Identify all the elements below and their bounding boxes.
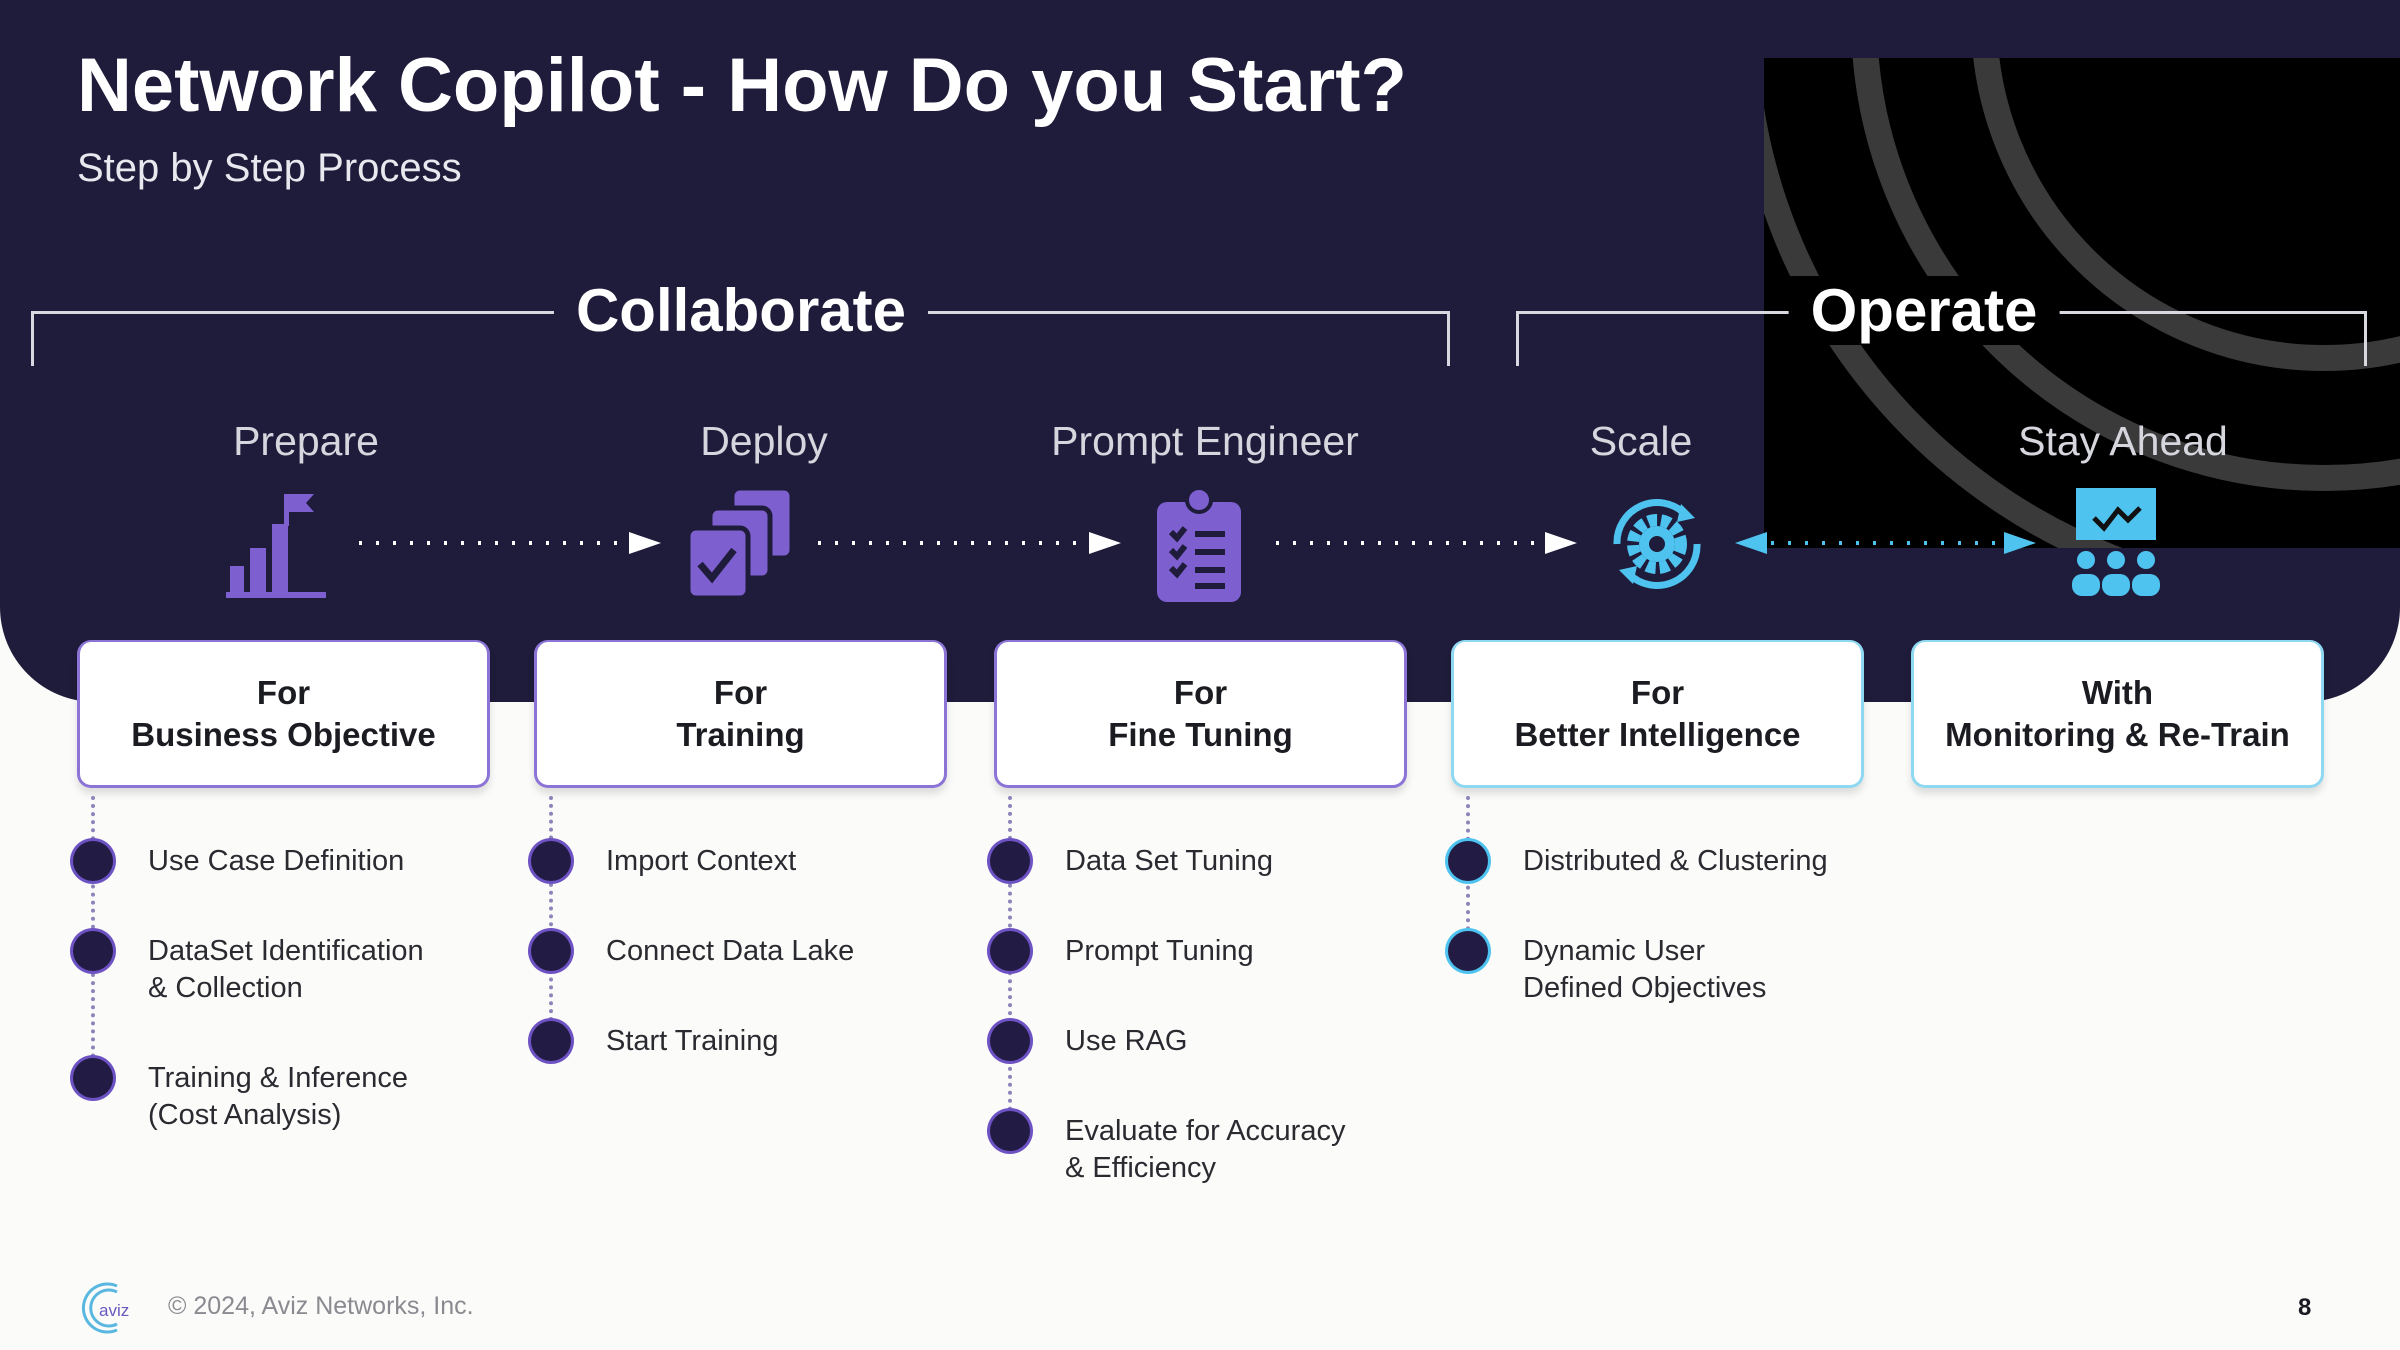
- copyright: © 2024, Aviz Networks, Inc.: [168, 1292, 474, 1320]
- stage-deploy: Deploy: [700, 418, 828, 464]
- decorative-arcs-panel: [1764, 58, 2400, 548]
- box-line1: For: [1630, 673, 1685, 711]
- phase-operate: Operate: [1788, 276, 2060, 345]
- step-label: Evaluate for Accuracy & Efficiency: [1065, 1115, 1346, 1184]
- stage-prepare: Prepare: [233, 418, 379, 464]
- step-label: Training & Inference (Cost Analysis): [148, 1062, 409, 1131]
- bullet-dot: [531, 1021, 571, 1061]
- box-line2: Better Intelligence: [1514, 715, 1801, 753]
- bullet-dot: [1448, 931, 1488, 971]
- bullet-dot: [1448, 841, 1488, 881]
- box-line1: With: [2081, 673, 2154, 711]
- team-monitoring-icon: [2072, 488, 2160, 596]
- stage-prompt-engineer: Prompt Engineer: [1051, 418, 1359, 464]
- step-label: Data Set Tuning: [1065, 845, 1273, 877]
- step-item: Import Context: [531, 841, 956, 881]
- bullet-dot: [73, 1058, 113, 1098]
- step-item: Use RAG: [990, 1021, 1415, 1061]
- arrow-prepare-to-deploy: [359, 532, 661, 554]
- aviz-logo: aviz: [81, 1282, 129, 1334]
- box-line2: Monitoring & Re-Train: [1945, 715, 2290, 753]
- bullet-dot: [73, 931, 113, 971]
- clipboard-checklist-icon: [1157, 486, 1241, 602]
- step-item: Use Case Definition: [73, 841, 498, 881]
- bullet-dot: [990, 1111, 1030, 1151]
- stage-stay-ahead: Stay Ahead: [2018, 418, 2228, 464]
- page-title: Network Copilot - How Do you Start?: [77, 43, 1407, 128]
- gear-cycle-icon: [1613, 499, 1701, 589]
- box-line1: For: [256, 673, 311, 711]
- dotted-connector: [549, 796, 553, 1045]
- box-line2: Fine Tuning: [1108, 715, 1293, 753]
- step-label: Dynamic User Defined Objectives: [1523, 935, 1767, 1004]
- step-item: Data Set Tuning: [990, 841, 1415, 881]
- arrow-scale-stay-ahead: [1735, 532, 2036, 554]
- bullet-dot: [990, 841, 1030, 881]
- bullet-dot: [531, 931, 571, 971]
- step-item: Dynamic User Defined Objectives: [1448, 931, 1873, 1007]
- box-line1: For: [713, 673, 768, 711]
- arcs-decoration: [1764, 58, 2400, 548]
- step-item: Training & Inference (Cost Analysis): [73, 1058, 498, 1134]
- step-item: Prompt Tuning: [990, 931, 1415, 971]
- page-subtitle: Step by Step Process: [77, 146, 462, 190]
- step-label: Use RAG: [1065, 1025, 1188, 1057]
- bullet-dot: [990, 1021, 1030, 1061]
- step-label: Distributed & Clustering: [1523, 845, 1828, 877]
- phase-collaborate: Collaborate: [553, 276, 929, 345]
- step-label: Start Training: [606, 1025, 779, 1057]
- step-item: Connect Data Lake: [531, 931, 956, 971]
- step-label: Import Context: [606, 845, 797, 877]
- svg-text:aviz: aviz: [99, 1301, 129, 1320]
- step-item: Distributed & Clustering: [1448, 841, 1873, 881]
- step-item: DataSet Identification & Collection: [73, 931, 498, 1007]
- flag-chart-icon: [226, 494, 326, 598]
- step-label: Prompt Tuning: [1065, 935, 1254, 967]
- step-item: Evaluate for Accuracy & Efficiency: [990, 1111, 1415, 1187]
- bullet-dot: [73, 841, 113, 881]
- box-line1: For: [1173, 673, 1228, 711]
- step-label: Use Case Definition: [148, 845, 405, 877]
- page-number: 8: [2298, 1294, 2312, 1321]
- step-label: Connect Data Lake: [606, 935, 855, 967]
- box-line2: Training: [676, 715, 805, 753]
- bullet-dot: [531, 841, 571, 881]
- stacked-check-cards-icon: [685, 485, 795, 601]
- box-line2: Business Objective: [131, 715, 436, 753]
- arrow-deploy-to-prompt: [818, 532, 1121, 554]
- arrow-prompt-to-scale: [1276, 532, 1577, 554]
- bullet-dot: [990, 931, 1030, 971]
- step-label: DataSet Identification & Collection: [148, 935, 424, 1004]
- step-item: Start Training: [531, 1021, 956, 1061]
- stage-scale: Scale: [1589, 418, 1693, 464]
